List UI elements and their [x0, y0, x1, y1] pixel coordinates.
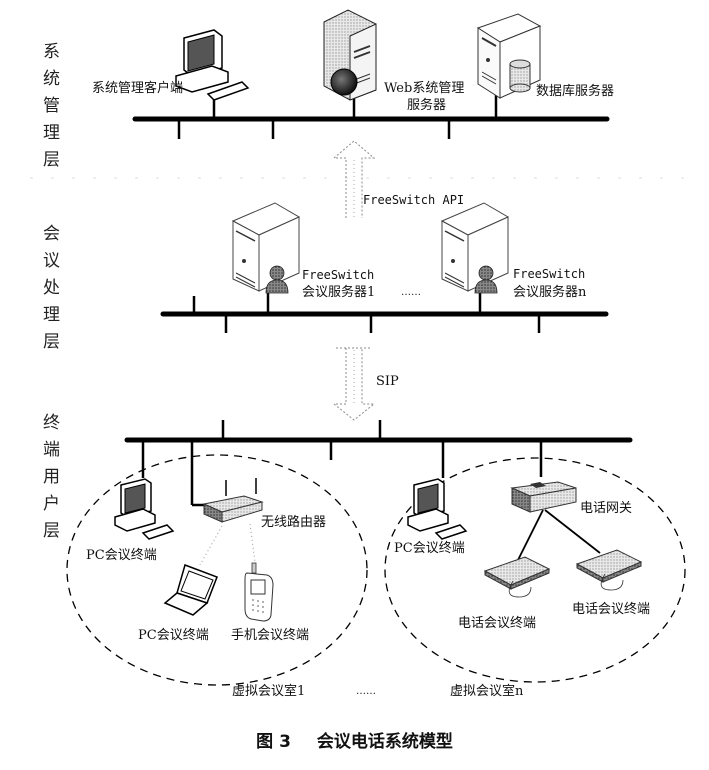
web-server-icon — [323, 9, 377, 101]
virtual-room-1-label: 虚拟会议室1 — [232, 684, 306, 699]
layer-label-text: 系统管理层 — [39, 42, 59, 177]
layer-label-text: 终端用户层 — [39, 413, 59, 548]
freeswitch-server-n-icon — [440, 202, 510, 294]
telephone-gateway-icon — [510, 481, 577, 513]
sip-label: SIP — [376, 374, 399, 389]
wireless-router-label: 无线路由器 — [261, 515, 327, 530]
virtual-room-n-boundary — [384, 457, 686, 683]
gateway-link — [517, 509, 544, 561]
conference-phone-icon — [575, 549, 643, 591]
telephone-gateway-label: 电话网关 — [580, 501, 633, 516]
phone-terminal-1-label: 电话会议终端 — [458, 616, 537, 631]
room1-pc-terminal-label: PC会议终端 — [86, 548, 157, 563]
freeswitch-server-n-label-line1: FreeSwitch — [513, 267, 586, 281]
desktop-computer-icon — [175, 29, 250, 101]
figure-number: 图 3 — [256, 732, 291, 752]
wireless-signal-line — [249, 523, 256, 563]
layer-label-text: 会议处理层 — [39, 224, 59, 359]
roomn-pc-terminal-label: PC会议终端 — [394, 541, 465, 556]
phone-terminal-2-label: 电话会议终端 — [572, 602, 651, 617]
wireless-router-icon — [202, 478, 264, 523]
database-server-label: 数据库服务器 — [536, 84, 615, 99]
laptop-icon — [163, 564, 218, 616]
wireless-signal-line — [199, 525, 223, 566]
sip-bidirectional-arrow-icon — [332, 347, 376, 421]
conference-phone-icon — [483, 556, 551, 598]
pc-terminal-icon — [114, 478, 175, 540]
freeswitch-server-1-label-line1: FreeSwitch — [302, 268, 375, 282]
freeswitch-server-1-icon — [231, 202, 301, 294]
figure-title: 会议电话系统模型 — [316, 732, 453, 752]
freeswitch-server-1-label-line2: 会议服务器1 — [302, 285, 376, 300]
figure-caption: 图 3 会议电话系统模型 — [0, 727, 709, 752]
mobile-phone-icon — [244, 562, 274, 622]
web-server-label-line1: Web系统管理 — [384, 81, 465, 96]
management-client-label: 系统管理客户端 — [92, 81, 184, 96]
api-up-arrow-icon — [332, 140, 376, 218]
virtual-room-n-label: 虚拟会议室n — [450, 684, 524, 699]
layer-label-terminal: 终端用户层 — [36, 413, 59, 556]
mobile-terminal-label: 手机会议终端 — [231, 628, 310, 643]
management-bus — [132, 88, 610, 139]
layer-label-management: 系统管理层 — [36, 42, 59, 185]
pc-terminal-icon — [407, 478, 468, 540]
web-server-label-line2: 服务器 — [407, 98, 447, 113]
layer-label-processing: 会议处理层 — [36, 224, 59, 367]
room1-laptop-terminal-label: PC会议终端 — [138, 628, 209, 643]
database-server-icon — [476, 13, 542, 99]
gateway-link — [544, 509, 601, 554]
processing-bus — [160, 289, 609, 333]
freeswitch-server-n-label-line2: 会议服务器n — [513, 285, 587, 300]
freeswitch-api-label: FreeSwitch API — [363, 193, 465, 207]
virtual-room-1-boundary — [66, 454, 368, 686]
server-ellipsis: …… — [401, 287, 421, 298]
room-ellipsis: …… — [356, 686, 376, 697]
